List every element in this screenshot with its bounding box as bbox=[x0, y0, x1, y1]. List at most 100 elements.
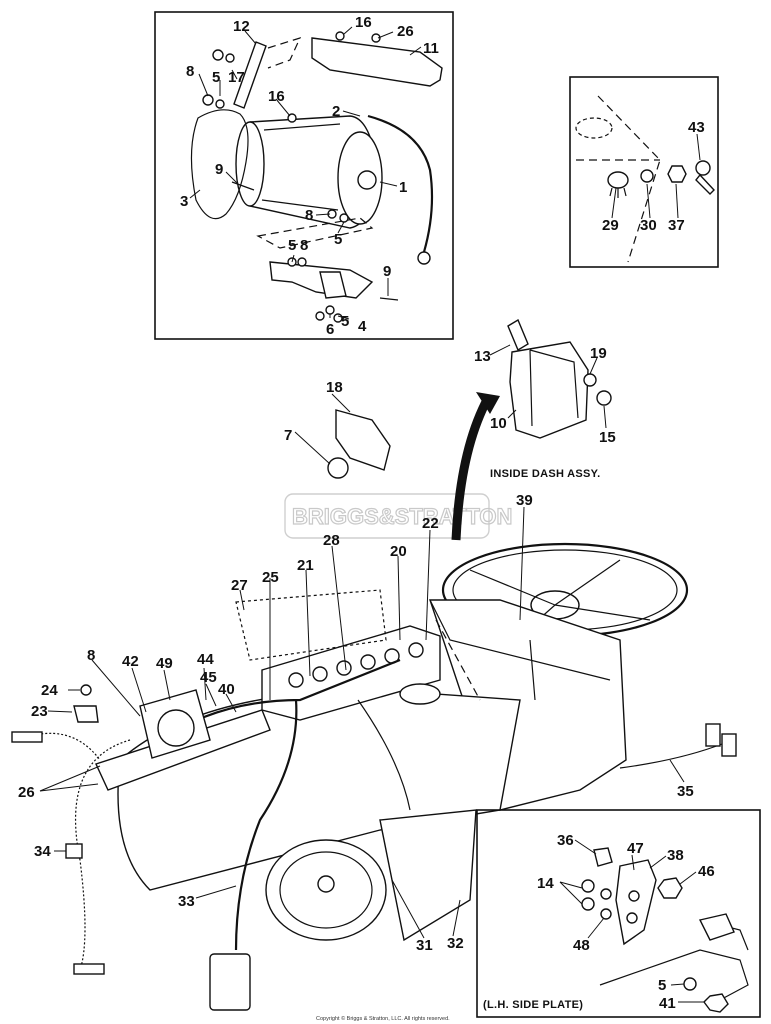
nut-37 bbox=[667, 165, 687, 183]
bracket-47 bbox=[615, 859, 657, 946]
callout-9: 9 bbox=[215, 161, 223, 178]
callout-1: 1 bbox=[399, 179, 407, 196]
callout-8b: 8 bbox=[305, 207, 313, 224]
ignition-switch-inset bbox=[569, 76, 719, 268]
callout-17: 17 bbox=[228, 69, 245, 86]
callout-45: 45 bbox=[200, 669, 217, 686]
callout-30: 30 bbox=[640, 217, 657, 234]
callout-27: 27 bbox=[231, 577, 248, 594]
callout-5b: 5 bbox=[334, 231, 342, 248]
callout-labels: 12 16 26 11 8 5 17 16 2 9 1 3 8 5 5 8 9 … bbox=[18, 14, 715, 1012]
callout-36: 36 bbox=[557, 832, 574, 849]
fuel-cap bbox=[399, 683, 441, 705]
bracket-4 bbox=[269, 261, 374, 299]
callout-28: 28 bbox=[323, 532, 340, 549]
callout-21: 21 bbox=[297, 557, 314, 574]
callout-5e: 5 bbox=[658, 977, 666, 994]
washer-48 bbox=[600, 908, 612, 920]
key-43 bbox=[695, 160, 715, 195]
callout-14: 14 bbox=[537, 875, 554, 892]
regulator-assembly: INSIDE DASH ASSY. bbox=[451, 318, 612, 541]
generator-1 bbox=[235, 115, 383, 229]
connector-row bbox=[288, 642, 424, 688]
callout-24: 24 bbox=[41, 682, 58, 699]
callout-25: 25 bbox=[262, 569, 279, 586]
side-plate-inset: (L.H. SIDE PLATE) bbox=[476, 809, 761, 1018]
callout-5: 5 bbox=[212, 69, 220, 86]
harness-35 bbox=[619, 743, 723, 769]
generator-inset-frame bbox=[154, 11, 454, 340]
callout-41: 41 bbox=[659, 995, 676, 1012]
screw-14b bbox=[581, 897, 595, 911]
leader-lines bbox=[39, 26, 704, 1003]
screw-24 bbox=[80, 684, 92, 696]
callout-46: 46 bbox=[698, 863, 715, 880]
screw-14a bbox=[581, 879, 595, 893]
callout-11: 11 bbox=[423, 40, 439, 57]
callout-8d: 8 bbox=[87, 647, 95, 664]
cable-2 bbox=[367, 114, 434, 253]
star-washer-19 bbox=[583, 373, 597, 387]
callout-44: 44 bbox=[197, 651, 214, 668]
callout-16b: 16 bbox=[268, 88, 285, 105]
callout-16: 16 bbox=[355, 14, 372, 31]
callout-33: 33 bbox=[178, 893, 195, 910]
callout-39: 39 bbox=[516, 492, 533, 509]
callout-22: 22 bbox=[422, 515, 439, 532]
regulator-10 bbox=[509, 341, 589, 439]
switch-29 bbox=[607, 171, 629, 198]
callout-35: 35 bbox=[677, 783, 694, 800]
callout-3: 3 bbox=[180, 193, 188, 210]
washer-30 bbox=[640, 169, 654, 183]
belt-3 bbox=[190, 109, 249, 220]
cable-terminal bbox=[417, 251, 431, 265]
nut-7 bbox=[327, 457, 349, 479]
callout-43: 43 bbox=[688, 119, 705, 136]
nut-46 bbox=[657, 877, 683, 899]
harness-33 bbox=[234, 699, 298, 951]
clamp-23 bbox=[73, 705, 99, 723]
bracket-11 bbox=[311, 37, 443, 87]
callout-5c: 5 bbox=[288, 237, 296, 254]
lower-guide-dash bbox=[256, 217, 374, 249]
callout-26b: 26 bbox=[18, 784, 35, 801]
guide-dash bbox=[267, 37, 302, 69]
side-plate-frame bbox=[476, 809, 761, 1018]
callout-6: 6 bbox=[326, 321, 334, 338]
assembly-arrow bbox=[451, 395, 492, 541]
callout-13: 13 bbox=[474, 348, 491, 365]
callout-42: 42 bbox=[122, 653, 139, 670]
callout-49: 49 bbox=[156, 655, 173, 672]
insulator-27 bbox=[235, 589, 387, 661]
washer-5 bbox=[683, 977, 697, 991]
callout-12: 12 bbox=[233, 18, 250, 35]
callout-2: 2 bbox=[332, 103, 340, 120]
watermark-text: BRIGGS&STRATTON bbox=[292, 504, 512, 529]
callout-20: 20 bbox=[390, 543, 407, 560]
switch-36 bbox=[593, 847, 613, 867]
strap-12 bbox=[233, 41, 267, 109]
callout-10: 10 bbox=[490, 415, 507, 432]
callout-38: 38 bbox=[667, 847, 684, 864]
frame-side bbox=[379, 809, 477, 942]
nut-15 bbox=[596, 390, 612, 406]
callout-37: 37 bbox=[668, 217, 685, 234]
callout-29: 29 bbox=[602, 217, 619, 234]
tractor-body bbox=[11, 542, 737, 1011]
callout-8c: 8 bbox=[300, 237, 308, 254]
callout-47: 47 bbox=[627, 840, 644, 857]
callout-34: 34 bbox=[34, 843, 51, 860]
callout-15: 15 bbox=[599, 429, 616, 446]
callout-18: 18 bbox=[326, 379, 343, 396]
callout-19: 19 bbox=[590, 345, 607, 362]
callout-23: 23 bbox=[31, 703, 48, 720]
callout-26: 26 bbox=[397, 23, 414, 40]
callout-4: 4 bbox=[358, 318, 367, 335]
callout-48: 48 bbox=[573, 937, 590, 954]
caption-lh-side-plate: (L.H. SIDE PLATE) bbox=[483, 999, 583, 1011]
callout-32: 32 bbox=[447, 935, 464, 952]
callout-8: 8 bbox=[186, 63, 194, 80]
clip-34 bbox=[65, 843, 83, 859]
connector-left bbox=[11, 731, 43, 743]
